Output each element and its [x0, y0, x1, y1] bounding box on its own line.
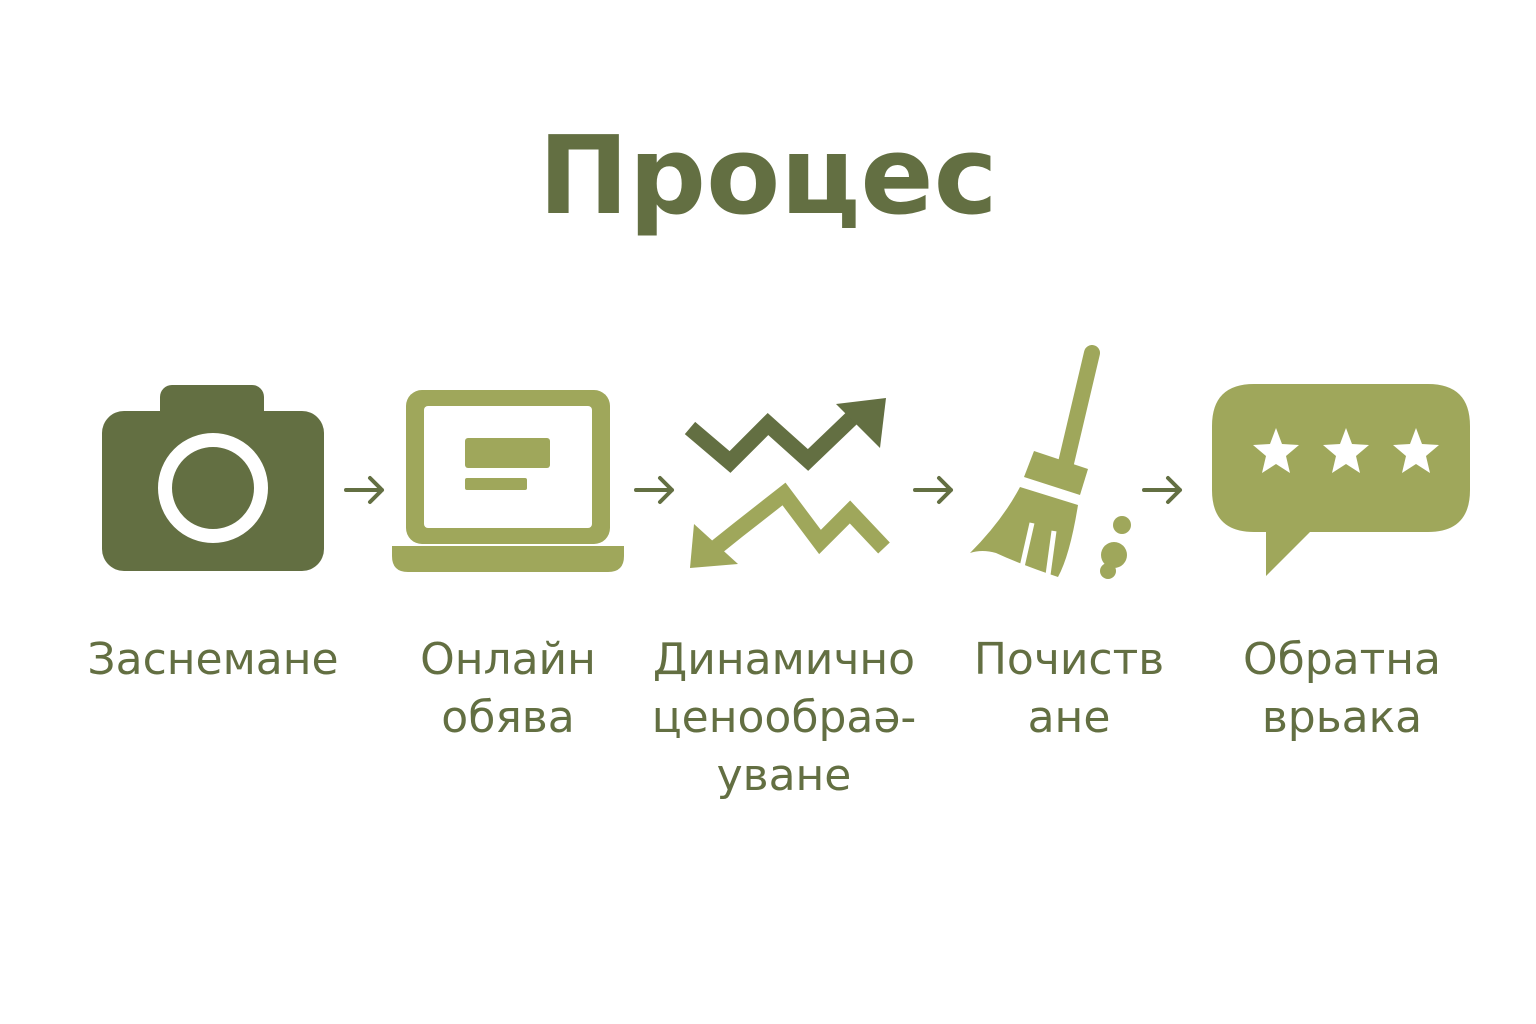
step-label-line: Заснемане — [87, 634, 339, 685]
page-title: Процес — [538, 114, 998, 239]
step-label-line: уване — [716, 750, 852, 801]
zigzag-arrows-icon — [680, 390, 900, 575]
step-label-cleaning: Почиств ане — [944, 631, 1194, 747]
arrow-right-icon — [1142, 474, 1184, 510]
step-label-line: Обратна — [1242, 634, 1442, 685]
step-label-line: Динамично — [652, 634, 916, 685]
step-label-line: Онлайн — [420, 634, 596, 685]
step-label-line: врьака — [1261, 692, 1423, 743]
step-label-feedback: Обратна врьака — [1212, 631, 1472, 747]
step-label-line: ане — [1027, 692, 1111, 743]
arrow-right-icon — [344, 474, 386, 510]
arrow-right-icon — [634, 474, 676, 510]
step-label-online-listing: Онлайн обява — [378, 631, 638, 747]
laptop-icon — [390, 390, 626, 576]
step-label-capture: Заснемане — [70, 631, 356, 689]
step-label-line: Почиств — [973, 634, 1165, 685]
rating-bubble-icon — [1210, 382, 1472, 580]
step-label-line: обява — [441, 692, 575, 743]
camera-icon — [100, 385, 326, 575]
step-label-dynamic-pricing: Динамично ценообраә- уване — [642, 631, 926, 805]
broom-icon — [962, 345, 1142, 585]
step-label-line: ценообраә- — [651, 692, 917, 743]
arrow-right-icon — [913, 474, 955, 510]
